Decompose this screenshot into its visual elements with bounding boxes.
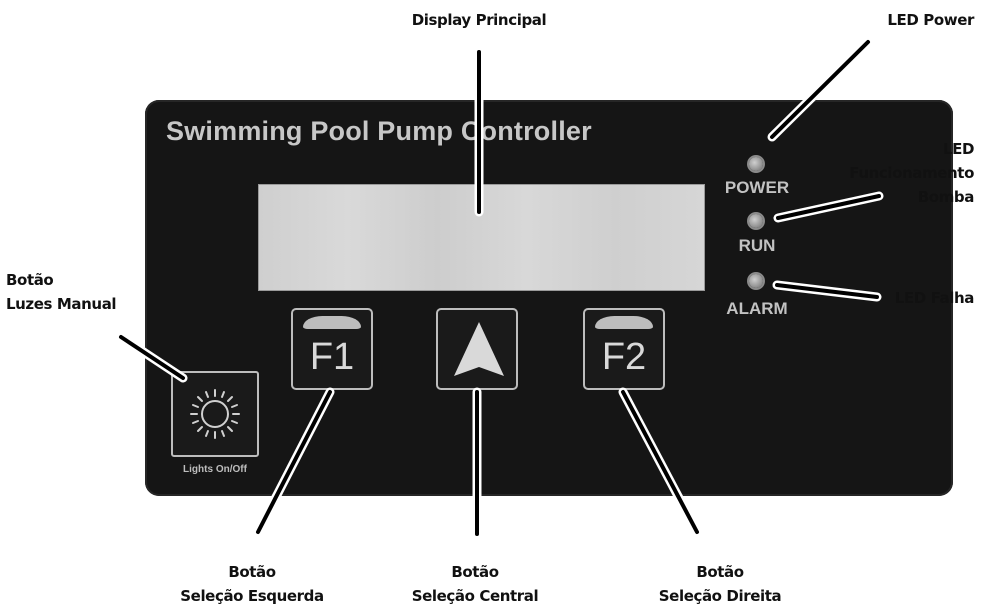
- callout-line-led-power: [767, 37, 873, 142]
- power-led-label: POWER: [724, 178, 790, 197]
- power-led: [749, 157, 763, 171]
- alarm-led: [749, 274, 763, 288]
- callout-center-button: Botão Seleção Central: [411, 563, 539, 605]
- run-led-label: RUN: [738, 236, 776, 255]
- callout-display: Display Principal: [411, 11, 547, 29]
- f2-button[interactable]: F2: [583, 308, 665, 390]
- callout-line-lights: [116, 332, 188, 383]
- callout-led-power: LED Power: [887, 11, 974, 29]
- sun-icon: [190, 389, 240, 439]
- f1-button[interactable]: F1: [291, 308, 373, 390]
- up-arrow-icon: [454, 322, 504, 376]
- alarm-led-label: ALARM: [726, 299, 788, 318]
- run-led: [749, 214, 763, 228]
- callout-line-right-button: [618, 387, 702, 537]
- callout-left-button: Botão Seleção Esquerda: [180, 563, 324, 605]
- callout-right-button: Botão Seleção Direita: [658, 563, 782, 605]
- panel-title: Swimming Pool Pump Controller: [166, 116, 592, 146]
- lights-button-label: Lights On/Off: [183, 464, 247, 475]
- f1-label: F1: [309, 336, 355, 378]
- callout-lights-button: Botão Luzes Manual: [6, 271, 117, 313]
- callout-line-left-button: [253, 387, 335, 537]
- callout-line-led-run: [773, 191, 884, 223]
- callout-line-led-alarm: [772, 280, 882, 302]
- controller-panel: [145, 100, 953, 496]
- callout-led-run: LED Funcionamento Bomba: [849, 140, 974, 206]
- callout-led-alarm: LED Falha: [894, 289, 975, 307]
- f2-label: F2: [601, 336, 647, 378]
- f2-indicator-bar: [595, 316, 653, 329]
- lights-button[interactable]: [171, 371, 259, 457]
- f1-indicator-bar: [303, 316, 361, 329]
